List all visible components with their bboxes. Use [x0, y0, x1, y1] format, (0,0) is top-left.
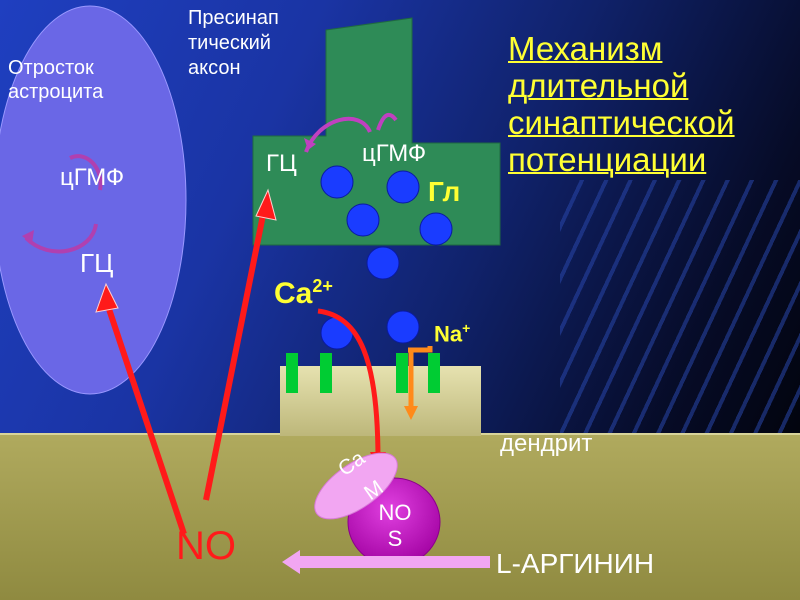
astro-curl-arrowhead	[22, 230, 34, 244]
presynaptic-axon	[252, 17, 501, 246]
calcium-label: Ca2+	[274, 276, 333, 311]
arginine-label: L-АРГИНИН	[496, 548, 655, 579]
astro-gc-label: ГЦ	[80, 248, 114, 278]
axon-label: Пресинап тический аксон	[188, 6, 279, 81]
no-label: NO	[176, 524, 236, 568]
dendritic-spine	[280, 366, 481, 436]
title-line2: длительной	[508, 67, 689, 104]
axon-label-line1: Пресинап	[188, 7, 279, 29]
title-line3: синаптической	[508, 104, 735, 141]
slide-title: Механизм длительной синаптической потенц…	[508, 30, 735, 178]
no-arrowhead-astrocyte	[95, 282, 119, 313]
calcium-symbol: Ca	[274, 277, 313, 310]
astro-curl-lower	[24, 223, 98, 254]
nos-label: NO S	[370, 500, 420, 552]
axon-label-line2: тический	[188, 32, 271, 54]
sodium-arrowhead	[404, 406, 418, 420]
receptor	[428, 353, 440, 393]
vesicle	[346, 203, 380, 237]
axon-curl-tail	[376, 112, 398, 131]
no-arrow-to-astrocyte	[103, 299, 187, 535]
glutamate-label: Гл	[428, 176, 461, 207]
no-arrow-to-axon	[203, 204, 268, 501]
title-line4: потенциации	[508, 141, 707, 178]
no-arrowhead-axon	[255, 188, 277, 221]
glutamate-molecule	[366, 246, 400, 280]
vesicle	[386, 170, 420, 204]
astrocyte-label-line2: астроцита	[8, 81, 104, 103]
sodium-charge: +	[462, 320, 471, 336]
receptor	[396, 353, 408, 393]
vesicle	[419, 212, 453, 246]
axon-curl-arrowhead-left	[304, 138, 316, 150]
calmodulin	[314, 452, 398, 520]
arginine-arrowhead	[282, 550, 300, 574]
astrocyte-label: Отросток астроцита	[8, 56, 103, 104]
axon-cgmp-label: цГМФ	[362, 140, 427, 167]
sodium-label: Na+	[434, 320, 470, 347]
nos-label-line2: S	[387, 526, 403, 551]
calcium-charge: 2+	[312, 276, 333, 296]
astrocyte-process	[0, 5, 187, 395]
sodium-symbol: Na	[434, 321, 463, 347]
arginine-arrow-shaft	[300, 556, 490, 568]
astrocyte-label-line1: Отросток	[8, 57, 94, 79]
astro-cgmp-label: цГМФ	[60, 164, 125, 191]
glutamate-molecule	[320, 316, 354, 350]
astro-curl-upper	[69, 154, 103, 191]
dendrite-label: дендрит	[500, 430, 593, 457]
calcium-arrow	[317, 308, 381, 461]
vesicle	[320, 165, 354, 199]
receptor	[286, 353, 298, 393]
glutamate-molecule	[386, 310, 420, 344]
receptor	[320, 353, 332, 393]
title-line1: Механизм	[508, 30, 663, 67]
background-stripes	[560, 180, 800, 440]
axon-gc-label: ГЦ	[266, 150, 297, 177]
axon-label-line3: аксон	[188, 57, 241, 79]
nos-label-line1: NO	[378, 500, 412, 525]
sodium-arrow	[408, 346, 433, 408]
